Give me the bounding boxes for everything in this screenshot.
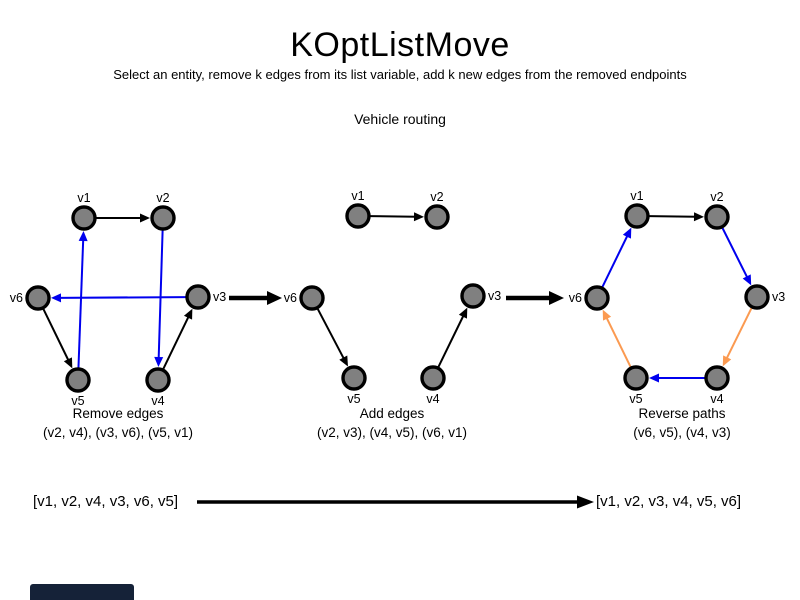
caption-add-edges: Add edges (v2, v3), (v4, v5), (v6, v1) [267, 405, 517, 442]
caption-reverse-paths-detail: (v6, v5), (v4, v3) [633, 424, 731, 440]
node-label-remove-edges-v3: v3 [213, 290, 226, 304]
node-label-reverse-paths-v2: v2 [710, 190, 723, 204]
edge-add-edges-v1-v2 [370, 212, 425, 222]
node-reverse-paths-v4 [704, 365, 730, 391]
caption-reverse-paths: Reverse paths (v6, v5), (v4, v3) [557, 405, 800, 442]
caption-add-edges-title: Add edges [359, 406, 425, 421]
edge-reverse-paths-v6-v1 [601, 227, 632, 288]
caption-remove-edges: Remove edges (v2, v4), (v3, v6), (v5, v1… [0, 405, 243, 442]
node-label-add-edges-v6: v6 [284, 291, 297, 305]
node-remove-edges-v1 [71, 205, 97, 231]
caption-remove-edges-title: Remove edges [72, 406, 164, 421]
caption-remove-edges-detail: (v2, v4), (v3, v6), (v5, v1) [42, 424, 194, 440]
node-add-edges-v4 [420, 365, 446, 391]
edge-reverse-paths-v5-v6 [602, 309, 632, 368]
node-label-reverse-paths-v1: v1 [630, 189, 643, 203]
caption-add-edges-detail: (v2, v3), (v4, v5), (v6, v1) [316, 424, 468, 440]
edge-remove-edges-v6-v5 [42, 308, 73, 369]
page-title: KOptListMove [290, 26, 510, 64]
node-label-add-edges-v3: v3 [488, 289, 501, 303]
edge-reverse-paths-v2-v3 [721, 227, 752, 286]
node-label-remove-edges-v4: v4 [151, 394, 164, 408]
edge-remove-edges-v2-v4 [154, 230, 164, 368]
transition-arrow-remove-to-add [229, 291, 282, 305]
node-reverse-paths-v3 [744, 284, 770, 310]
node-label-reverse-paths-v4: v4 [710, 392, 723, 406]
node-label-add-edges-v5: v5 [347, 392, 360, 406]
node-add-edges-v1 [345, 203, 371, 229]
node-reverse-paths-v6 [584, 285, 610, 311]
scenario-label: Vehicle routing [354, 111, 446, 127]
node-remove-edges-v4 [145, 367, 171, 393]
node-remove-edges-v5 [65, 367, 91, 393]
edge-remove-edges-v1-v2 [96, 213, 150, 223]
node-label-remove-edges-v6: v6 [10, 291, 23, 305]
node-add-edges-v6 [299, 285, 325, 311]
edge-remove-edges-v5-v1 [77, 230, 88, 368]
node-remove-edges-v6 [25, 285, 51, 311]
node-reverse-paths-v2 [704, 204, 730, 230]
node-label-add-edges-v4: v4 [426, 392, 439, 406]
caption-reverse-paths-title: Reverse paths [638, 406, 726, 421]
edge-reverse-paths-v3-v4 [722, 307, 753, 367]
node-label-add-edges-v1: v1 [351, 189, 364, 203]
node-label-add-edges-v2: v2 [430, 190, 443, 204]
node-add-edges-v3 [460, 283, 486, 309]
edge-reverse-paths-v1-v2 [649, 212, 705, 222]
node-reverse-paths-v1 [624, 203, 650, 229]
node-label-remove-edges-v2: v2 [156, 191, 169, 205]
node-label-remove-edges-v1: v1 [77, 191, 90, 205]
node-label-remove-edges-v5: v5 [71, 394, 84, 408]
status-bubble [30, 584, 134, 600]
node-remove-edges-v2 [150, 205, 176, 231]
node-remove-edges-v3 [185, 284, 211, 310]
sequence-arrow [197, 495, 594, 509]
edge-remove-edges-v3-v6 [50, 293, 186, 303]
edge-add-edges-v4-v3 [437, 307, 468, 368]
node-label-reverse-paths-v3: v3 [772, 290, 785, 304]
edge-remove-edges-v4-v3 [162, 308, 193, 370]
list-variable-after: [v1, v2, v3, v4, v5, v6] [596, 493, 742, 510]
transition-arrow-add-to-reverse [506, 291, 564, 305]
page-subtitle: Select an entity, remove k edges from it… [113, 67, 687, 82]
node-label-reverse-paths-v6: v6 [569, 291, 582, 305]
node-reverse-paths-v5 [623, 365, 649, 391]
node-label-reverse-paths-v5: v5 [629, 392, 642, 406]
list-variable-before: [v1, v2, v4, v3, v6, v5] [33, 493, 179, 510]
edge-reverse-paths-v4-v5 [649, 373, 705, 383]
edge-add-edges-v6-v5 [316, 308, 348, 367]
node-add-edges-v2 [424, 204, 450, 230]
node-add-edges-v5 [341, 365, 367, 391]
